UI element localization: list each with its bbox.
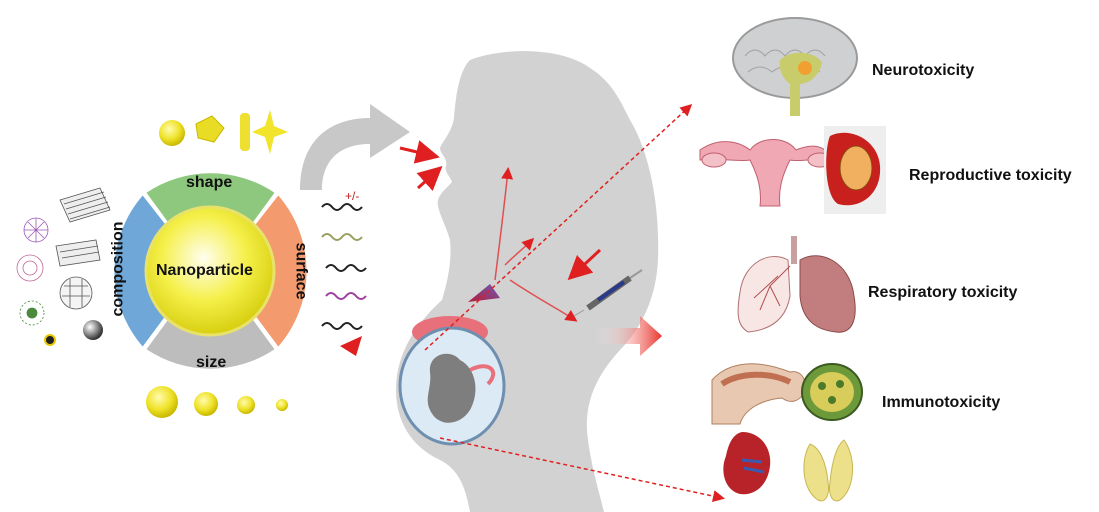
segment-label-composition: composition: [110, 221, 128, 316]
nanotube-icon: [56, 240, 100, 266]
reproductive-organs-icon: [700, 126, 886, 214]
svg-text:+/-: +/-: [345, 189, 359, 203]
reproductive-toxicity-label: Reproductive toxicity: [909, 167, 1072, 185]
curved-arrow-icon: [300, 104, 410, 190]
lymph-node-icon: [802, 364, 862, 420]
liposome-icon: [17, 255, 43, 281]
pregnant-woman-silhouette: [396, 51, 658, 512]
neurotoxicity-label: Neurotoxicity: [872, 62, 974, 80]
immunotoxicity-label: Immunotoxicity: [882, 394, 1000, 412]
solid-sphere-icon: [83, 320, 103, 340]
lungs-icon: [738, 236, 855, 332]
core-shell-icon: [45, 335, 55, 345]
kidney-icon: [723, 432, 770, 494]
brain-icon: [733, 18, 857, 116]
fullerene-icon: [60, 277, 92, 309]
size-examples: [146, 386, 288, 418]
segment-label-shape: shape: [186, 174, 232, 192]
bone-marrow-icon: [712, 364, 805, 424]
center-label: Nanoparticle: [156, 262, 253, 280]
graphene-icon: [60, 188, 110, 222]
micelle-icon: [20, 301, 44, 325]
thymus-icon: [804, 440, 853, 501]
segment-label-size: size: [196, 354, 226, 372]
surface-ligands: +/-: [322, 189, 366, 356]
respiratory-toxicity-label: Respiratory toxicity: [868, 284, 1017, 302]
dendrimer-icon: [24, 218, 48, 242]
shape-examples: [159, 110, 288, 154]
composition-examples: [17, 188, 110, 345]
segment-label-surface: surface: [291, 243, 309, 300]
